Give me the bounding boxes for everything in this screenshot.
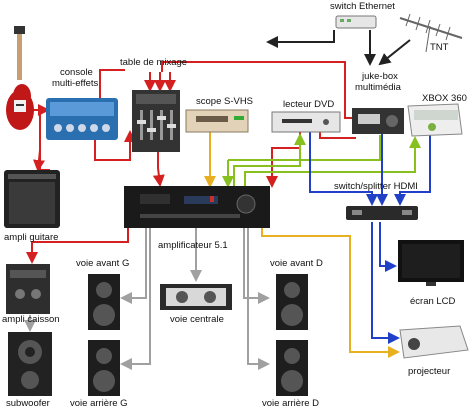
- speaker-wire: [120, 226, 147, 304]
- subwoofer-speaker: [8, 332, 52, 396]
- label-voie-avant-d: voie avant D: [270, 258, 323, 269]
- hdmi-cable: [394, 132, 431, 206]
- label-voie-avant-g: voie avant G: [76, 258, 129, 269]
- cables: [24, 30, 431, 370]
- label-tnt: TNT: [430, 42, 449, 53]
- front-right-speaker: [276, 274, 308, 330]
- front-left-speaker: [88, 274, 120, 330]
- dvd-player-device: [271, 111, 341, 133]
- projector-device: [399, 325, 469, 359]
- guitar-icon: [6, 26, 34, 130]
- audio-cable: [152, 150, 165, 187]
- audio-cable: [94, 130, 136, 161]
- label-console-2: multi-effets: [52, 78, 99, 89]
- audio-cable: [319, 132, 356, 139]
- hdmi-cable: [309, 132, 378, 206]
- label-ampli-caisson: ampli caisson: [2, 314, 60, 325]
- audio-cable: [161, 61, 356, 119]
- label-ecran-lcd: écran LCD: [410, 296, 456, 307]
- label-juke-box-1: juke-box: [361, 71, 398, 82]
- label-scope-svhs: scope S-VHS: [196, 96, 253, 107]
- jukebox-multimedia-device: [352, 108, 404, 134]
- xbox-360-device: [407, 103, 463, 137]
- label-subwoofer: subwoofer: [6, 398, 50, 409]
- tnt-antenna-icon: [399, 13, 463, 53]
- label-console-1: console: [60, 67, 93, 78]
- rear-right-speaker: [276, 340, 308, 396]
- speaker-wire: [247, 226, 270, 370]
- svhs-vcr-device: [185, 109, 249, 133]
- label-lecteur-dvd: lecteur DVD: [283, 99, 334, 110]
- hdmi-cable: [379, 222, 397, 272]
- label-voie-arriere-g: voie arrière G: [70, 398, 128, 409]
- label-voie-arriere-d: voie arrière D: [262, 398, 319, 409]
- component-cable: [228, 135, 381, 161]
- audio-cable: [33, 110, 45, 172]
- guitar-amplifier: [4, 170, 60, 228]
- av-receiver-5-1: [124, 186, 270, 228]
- speaker-wire: [243, 226, 270, 304]
- label-voie-centrale: voie centrale: [170, 314, 224, 325]
- label-switch-hdmi: switch/splitter HDMI: [334, 181, 418, 192]
- lcd-screen-device: [398, 240, 464, 286]
- label-juke-box-2: multimédia: [355, 82, 402, 93]
- label-amplificateur: amplificateur 5.1: [158, 240, 228, 251]
- component-cable: [233, 133, 306, 186]
- hdmi-cable: [371, 222, 400, 344]
- label-switch-ethernet: switch Ethernet: [330, 1, 395, 12]
- network-cable: [266, 30, 335, 48]
- antenna-cable: [378, 39, 411, 66]
- audio-cable: [26, 226, 129, 264]
- subwoofer-amplifier: [6, 264, 50, 314]
- label-projecteur: projecteur: [408, 366, 450, 377]
- rear-left-speaker: [88, 340, 120, 396]
- label-ampli-guitare: ampli guitare: [4, 232, 58, 243]
- switch-ethernet-device: [335, 15, 377, 29]
- center-speaker: [160, 284, 232, 310]
- component-cable: [244, 136, 421, 186]
- label-table-de-mixage: table de mixage: [120, 57, 187, 68]
- video-cable: [261, 226, 400, 358]
- mixing-desk: [132, 90, 180, 152]
- label-xbox-360: XBOX 360: [422, 93, 467, 104]
- multi-effects-console: [46, 98, 118, 140]
- hdmi-switch-device: [346, 206, 418, 220]
- speaker-wire: [120, 226, 151, 370]
